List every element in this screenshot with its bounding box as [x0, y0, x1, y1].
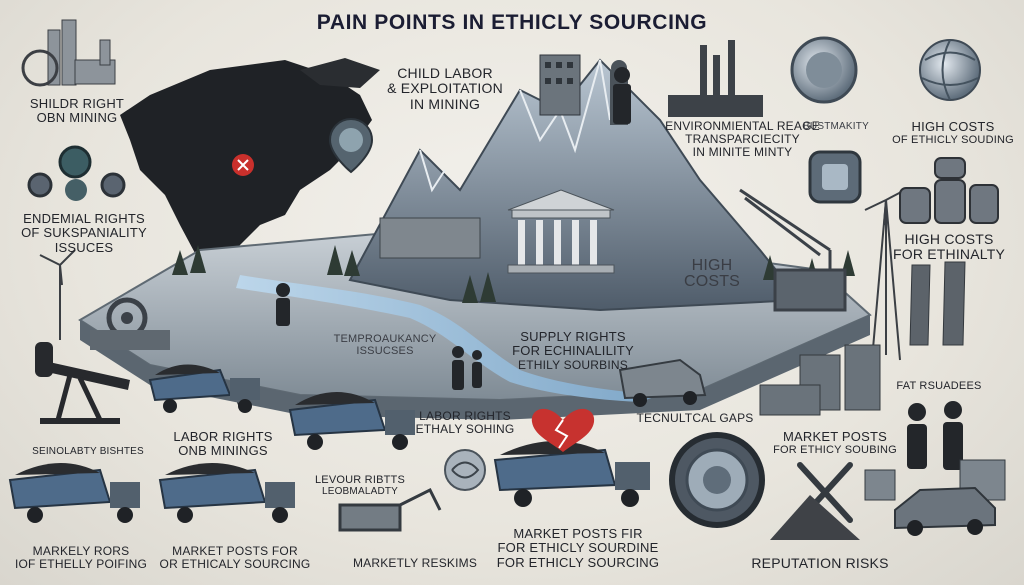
label-market-posts-1: MARKET POSTS FOR ETHICY SOUBING [773, 429, 897, 457]
recycle-badge-icon [444, 449, 486, 491]
shield-badge-icon [808, 150, 862, 204]
label-market-posts-2: MARKET POSTS FOR OR ETHICALY SOURCING [159, 544, 311, 572]
label-child-labor: CHILD LABOR & EXPLOITATION IN MINING [387, 65, 503, 112]
car-icon [894, 486, 996, 536]
label-shildr-right: SHILDR RIGHT OBN MINING [29, 96, 125, 126]
page-title: PAIN POINTS IN ETHICLY SOURCING [316, 11, 708, 34]
label-temporary-issues: TEMPROAUKANCY ISSUCSES [333, 333, 437, 358]
wind-turbine-icon [39, 189, 906, 361]
mine-building [379, 217, 481, 259]
label-technical-gaps: TECNULTCAL GAPS [636, 411, 754, 425]
river [236, 275, 660, 402]
crane-icon [739, 188, 847, 312]
factory-icon [668, 40, 763, 117]
machinery-icon [21, 19, 116, 87]
label-high-costs-2: HIGH COSTS FOR ETHINALTY [892, 231, 1006, 263]
excavator-icon [338, 487, 442, 532]
city-buildings [759, 344, 881, 416]
oil-pump-icon [35, 342, 130, 424]
label-labor-rights-1: LABOR RIGHTS ONB MININGS [173, 429, 273, 459]
government-building-icon [507, 189, 615, 274]
cooling-tower-icon [909, 261, 966, 346]
label-markely-rors: MARKELY RORS IOF ETHELLY POIFING [14, 544, 148, 572]
badge-icon [790, 36, 858, 104]
gear-large-icon [669, 432, 765, 528]
label-high-costs-center: HIGH COSTS [683, 257, 741, 290]
label-environmental: ENVIRONMIENTAL REAGE TRANSPARCIECITY IN … [665, 119, 820, 160]
stacked-coins-icon [899, 157, 999, 224]
label-high-costs-1: HIGH COSTS OF ETHICLY SOUDING [892, 119, 1014, 147]
label-supply-rights: SUPPLY RIGHTS FOR ECHINALILITY ETHILY SO… [512, 329, 634, 372]
ore-pile [770, 495, 860, 540]
label-levour-rights: LEVOUR RIBTTS LEOBMALADTY [314, 474, 405, 498]
label-labor-rights-2: LABOR RIGHTS ETHALY SOHING [415, 409, 515, 437]
label-bustmakity: BUSTMAKITY [803, 121, 869, 132]
label-market-posts-3: MARKET POSTS FIR FOR ETHICLY SOURDINE FO… [496, 526, 660, 570]
dump-truck-icon [8, 364, 650, 523]
person-icon [276, 67, 963, 470]
label-endemial-rights: ENDEMIAL RIGHTS OF SUKSPANIALITY ISSUCES [21, 211, 147, 255]
globe-icon [919, 39, 981, 101]
gear-icon [90, 297, 170, 350]
shield-pin-icon [328, 118, 374, 174]
pickup-truck-icon [618, 358, 707, 407]
label-marketly-reskims: MARKETLY RESKIMS [352, 556, 478, 570]
gears-icon [27, 145, 126, 201]
broken-heart-icon [531, 408, 595, 452]
label-seinolabty: SEINOLABTY BISHTES [32, 446, 144, 457]
label-reputation-risks: REPUTATION RISKS [751, 555, 889, 571]
label-fat-rsuadees: FAT RSUADEES [896, 380, 982, 392]
